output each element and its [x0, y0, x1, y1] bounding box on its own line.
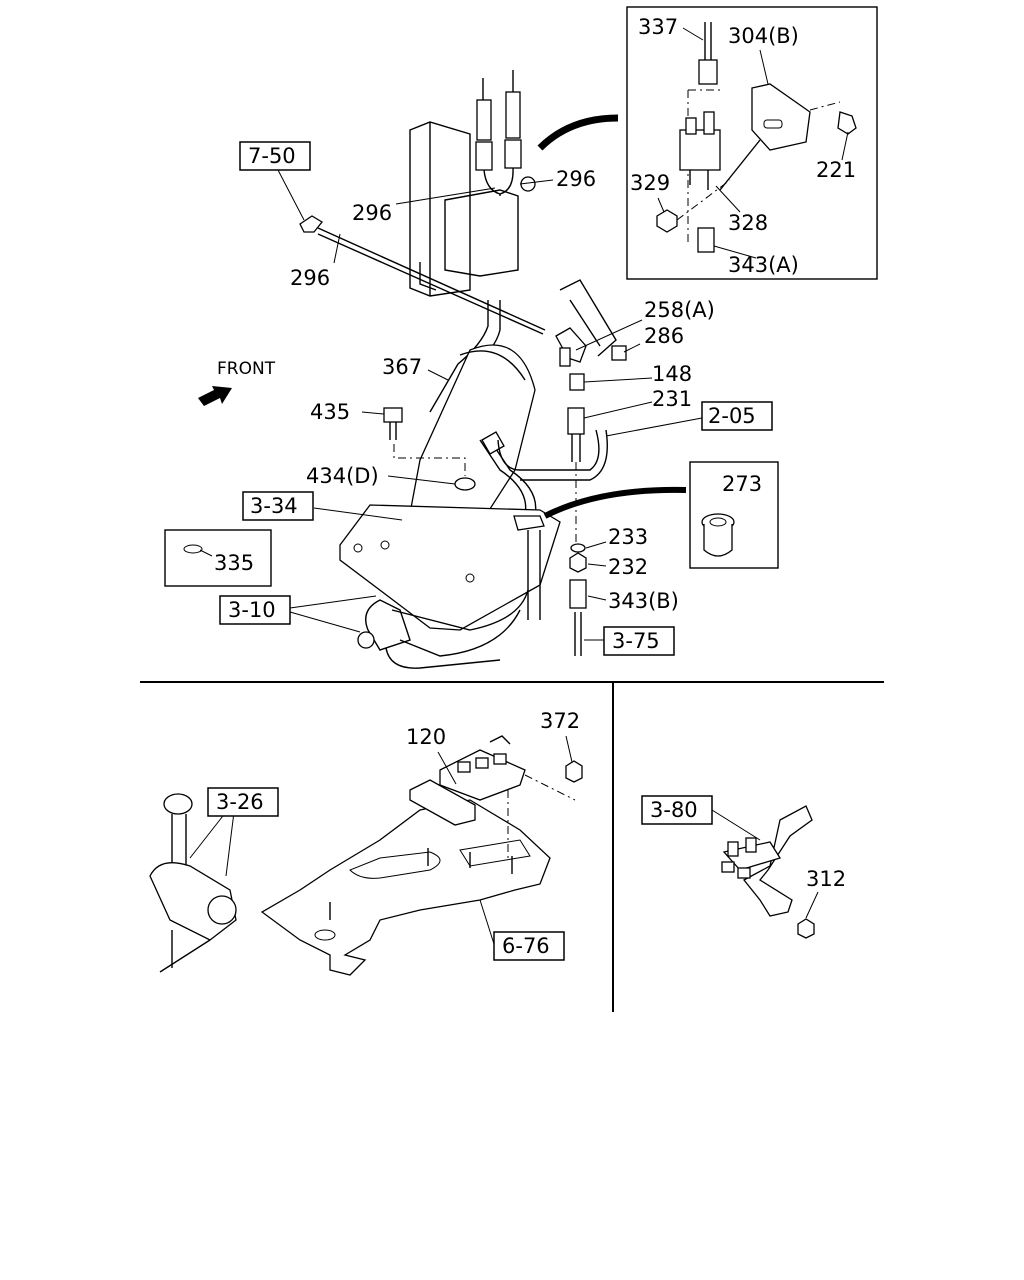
leader-326-a — [189, 811, 227, 859]
leader-435 — [361, 411, 385, 415]
callout-296-left: 296 — [290, 266, 330, 290]
callout-232: 232 — [608, 555, 648, 579]
leader-296-mid — [395, 187, 496, 205]
svg-text:3-26: 3-26 — [216, 790, 264, 814]
leader-372 — [565, 735, 573, 763]
callout-367: 367 — [382, 355, 422, 379]
leader-233 — [585, 541, 607, 549]
callout-343b: 343(B) — [608, 589, 679, 613]
callout-329: 329 — [630, 171, 670, 195]
leader-296-right — [519, 179, 554, 185]
leader-310-b — [289, 611, 361, 633]
leader-334 — [313, 507, 403, 521]
inset-335 — [164, 529, 272, 587]
callout-434d: 434(D) — [306, 464, 379, 488]
ref-box-3-10: 3-10 — [219, 595, 291, 625]
ref-box-6-76: 6-76 — [493, 931, 565, 961]
callout-296-mid: 296 — [352, 201, 392, 225]
leader-286 — [623, 343, 641, 353]
inset-273 — [689, 461, 779, 569]
callout-233: 233 — [608, 525, 648, 549]
detail-inset-frame — [626, 6, 878, 280]
svg-text:3-34: 3-34 — [250, 494, 298, 518]
leader-258a — [575, 319, 643, 351]
leader-312 — [805, 891, 819, 919]
leader-343a — [713, 245, 757, 259]
ref-box-3-80: 3-80 — [641, 795, 713, 825]
ref-box-3-34: 3-34 — [242, 491, 314, 521]
leader-326-b — [225, 811, 235, 877]
leader-343b — [587, 595, 607, 601]
bolt-435 — [383, 407, 476, 491]
leader-148 — [583, 377, 653, 383]
callout-343a: 343(A) — [728, 253, 799, 277]
detail-arrow-top — [537, 114, 619, 151]
callout-328: 328 — [728, 211, 768, 235]
callout-148: 148 — [652, 362, 692, 386]
callout-221: 221 — [816, 158, 856, 182]
callout-337: 337 — [638, 15, 678, 39]
svg-text:7-50: 7-50 — [248, 144, 296, 168]
callout-435: 435 — [310, 400, 350, 424]
leader-337 — [682, 27, 704, 41]
callout-120: 120 — [406, 725, 446, 749]
control-box-ghost — [409, 121, 519, 297]
svg-text:2-05: 2-05 — [708, 404, 756, 428]
leader-221 — [841, 131, 849, 161]
leader-231 — [583, 401, 653, 419]
leader-296-left — [333, 233, 341, 264]
leader-120 — [437, 751, 457, 785]
inset-stud-assembly — [656, 22, 731, 253]
svg-text:3-75: 3-75 — [612, 629, 660, 653]
lower-fittings — [569, 543, 587, 656]
callout-273: 273 — [722, 472, 762, 496]
detail-arrow-273 — [543, 486, 687, 519]
leader-750 — [277, 169, 305, 221]
callout-312: 312 — [806, 867, 846, 891]
callout-258a: 258(A) — [644, 298, 715, 322]
front-arrow — [198, 386, 232, 406]
svg-text:3-80: 3-80 — [650, 798, 698, 822]
callout-372: 372 — [540, 709, 580, 733]
leader-304b — [759, 49, 769, 85]
callout-286: 286 — [644, 324, 684, 348]
cable-connectors — [475, 70, 536, 196]
leader-310-a — [289, 595, 377, 609]
callout-296-right: 296 — [556, 167, 596, 191]
leader-434d — [387, 475, 456, 485]
leader-329 — [657, 197, 665, 213]
callout-231: 231 — [652, 387, 692, 411]
front-label: FRONT — [217, 359, 276, 379]
ref-box-3-75: 3-75 — [603, 626, 675, 656]
leader-380 — [711, 809, 761, 841]
svg-text:6-76: 6-76 — [502, 934, 550, 958]
ref-box-3-26: 3-26 — [207, 787, 279, 817]
lower-right-bracket — [721, 805, 815, 939]
ref-box-7-50: 7-50 — [239, 141, 311, 171]
rod-296 — [299, 215, 546, 335]
leader-676 — [479, 899, 495, 945]
callout-304b: 304(B) — [728, 24, 799, 48]
leader-367 — [427, 369, 449, 381]
lower-plate-assembly — [149, 735, 583, 976]
leader-328 — [715, 185, 741, 213]
inset-bracket — [719, 83, 857, 191]
callout-335: 335 — [214, 551, 254, 575]
ref-box-2-05: 2-05 — [701, 401, 773, 431]
leader-232 — [587, 563, 607, 567]
leader-205 — [605, 417, 703, 437]
svg-text:3-10: 3-10 — [228, 598, 276, 622]
